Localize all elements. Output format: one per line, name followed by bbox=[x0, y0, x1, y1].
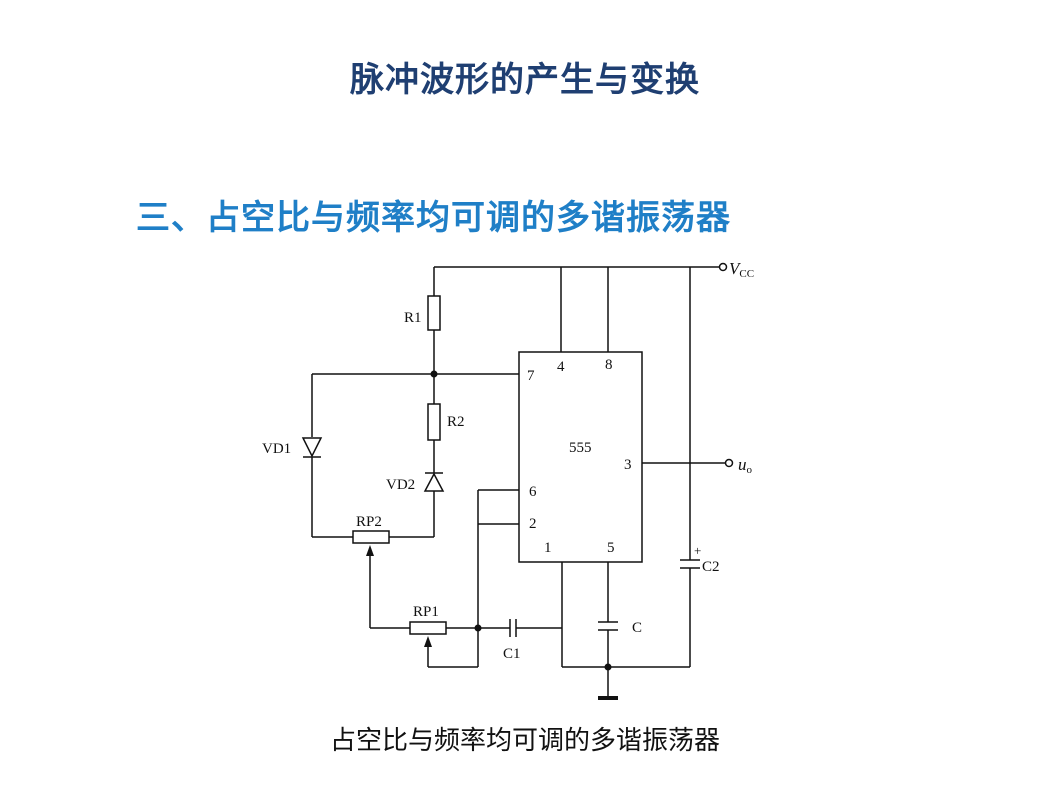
c2-label: C2 bbox=[702, 559, 720, 575]
junction-dot bbox=[430, 370, 438, 378]
rp1-label: RP1 bbox=[413, 604, 439, 620]
pin-3-label: 3 bbox=[624, 457, 632, 473]
r2-label: R2 bbox=[447, 414, 465, 430]
capacitor-c bbox=[598, 621, 618, 631]
pin-5-label: 5 bbox=[607, 540, 615, 556]
r1-label: R1 bbox=[404, 310, 422, 326]
pin-4-label: 4 bbox=[557, 359, 565, 375]
c1-label: C1 bbox=[503, 646, 521, 662]
diode-vd2 bbox=[423, 472, 445, 492]
output-label: uo bbox=[738, 455, 753, 476]
section-title: 三、占空比与频率均可调的多谐振荡器 bbox=[136, 198, 731, 238]
c-label: C bbox=[632, 620, 642, 636]
rp2-label: RP2 bbox=[356, 514, 382, 530]
potentiometer-rp2 bbox=[352, 530, 390, 544]
rp1-wiper-arrow-icon bbox=[424, 636, 432, 647]
vd2-label: VD2 bbox=[386, 477, 415, 493]
capacitor-c1 bbox=[509, 619, 517, 637]
junction-dot bbox=[604, 663, 612, 671]
c2-plus-label: + bbox=[694, 543, 701, 558]
resistor-r2 bbox=[427, 403, 441, 441]
ic-555-label: 555 bbox=[569, 440, 592, 456]
rp2-wiper-arrow-icon bbox=[366, 545, 374, 556]
pin-1-label: 1 bbox=[544, 540, 552, 556]
pin-2-label: 2 bbox=[529, 516, 537, 532]
figure-caption: 占空比与频率均可调的多谐振荡器 bbox=[329, 726, 720, 756]
slide-title: 脉冲波形的产生与变换 bbox=[350, 60, 700, 100]
potentiometer-rp1 bbox=[409, 621, 447, 635]
capacitor-c2 bbox=[680, 559, 700, 569]
pin-6-label: 6 bbox=[529, 484, 537, 500]
pin-8-label: 8 bbox=[605, 357, 613, 373]
pin-7-label: 7 bbox=[527, 368, 535, 384]
vcc-terminal bbox=[718, 262, 728, 272]
vcc-label: VCC bbox=[729, 259, 754, 280]
output-terminal bbox=[724, 458, 734, 468]
vd1-label: VD1 bbox=[262, 441, 291, 457]
resistor-r1 bbox=[427, 295, 441, 331]
diode-vd1 bbox=[301, 437, 323, 458]
ic-555-body bbox=[518, 351, 643, 563]
junction-dot bbox=[474, 624, 482, 632]
